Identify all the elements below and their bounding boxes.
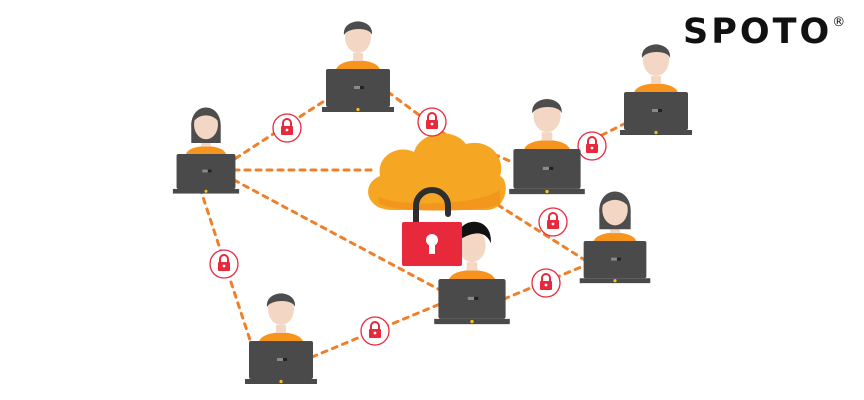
padlock-icon — [577, 131, 607, 161]
user-left-female — [172, 107, 240, 194]
shirt — [259, 332, 303, 343]
connection-line — [232, 178, 442, 292]
shirt — [185, 146, 227, 156]
user-right-center — [509, 98, 585, 195]
shirt — [336, 60, 380, 71]
users — [172, 21, 692, 384]
user-top-center — [322, 21, 394, 112]
user-center-bottom — [434, 221, 510, 325]
hair — [457, 221, 491, 244]
padlock-icon — [538, 207, 568, 237]
shirt — [448, 270, 496, 282]
cloud-shape — [368, 133, 506, 210]
shirt — [593, 232, 637, 243]
user-bottom-left — [245, 293, 317, 384]
face — [194, 109, 218, 140]
face — [458, 228, 486, 263]
shackle — [413, 187, 451, 227]
user-top-right — [620, 44, 692, 135]
shirt — [523, 140, 571, 152]
hair — [266, 293, 296, 307]
face — [602, 193, 628, 226]
hair — [532, 99, 562, 114]
padlock-icon — [360, 316, 390, 346]
connection-line — [580, 120, 630, 147]
hair — [641, 44, 671, 58]
open-padlock-icon — [402, 187, 462, 266]
padlock-icon — [531, 268, 561, 298]
user-right-female — [579, 191, 651, 284]
padlock-icon — [417, 107, 447, 137]
cloud-icon — [368, 133, 506, 211]
padlock-icon — [209, 249, 239, 279]
hair — [194, 109, 218, 121]
connection-line — [496, 203, 590, 264]
registered-mark: ® — [832, 15, 846, 31]
hair — [602, 193, 628, 206]
cloud-shadow — [378, 190, 500, 211]
locks — [209, 107, 607, 346]
brand-name: SPOTO — [683, 12, 833, 52]
hair — [343, 21, 373, 35]
padlock-icon — [272, 113, 302, 143]
shirt — [634, 83, 678, 94]
brand-logo: SPOTO® — [683, 12, 845, 52]
